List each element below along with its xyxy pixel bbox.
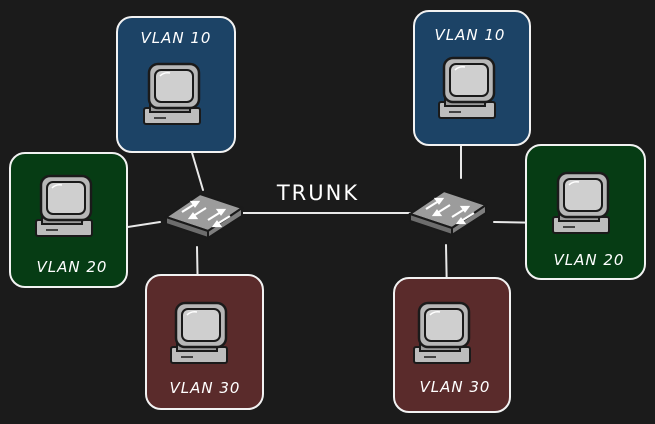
trunk-label: TRUNK <box>276 181 359 205</box>
computer-icon <box>437 56 497 120</box>
node-label: VLAN 30 <box>170 379 241 397</box>
computer-icon <box>34 174 94 238</box>
switch-icon <box>408 189 488 237</box>
node-right-vlan20: VLAN 20 <box>525 144 646 280</box>
node-right-vlan10: VLAN 10 <box>413 10 531 146</box>
node-label: VLAN 30 <box>420 378 491 396</box>
node-left-vlan30: VLAN 30 <box>145 274 264 410</box>
node-right-vlan30: VLAN 30 <box>393 277 511 413</box>
node-label: VLAN 20 <box>37 258 108 276</box>
computer-icon <box>412 301 472 365</box>
computer-icon <box>142 62 202 126</box>
computer-icon <box>551 171 611 235</box>
node-label: VLAN 10 <box>141 29 212 47</box>
node-left-vlan20: VLAN 20 <box>9 152 128 288</box>
computer-icon <box>169 301 229 365</box>
node-label: VLAN 20 <box>554 251 625 269</box>
node-left-vlan10: VLAN 10 <box>116 16 236 153</box>
switch-icon <box>164 192 244 240</box>
node-label: VLAN 10 <box>435 26 506 44</box>
